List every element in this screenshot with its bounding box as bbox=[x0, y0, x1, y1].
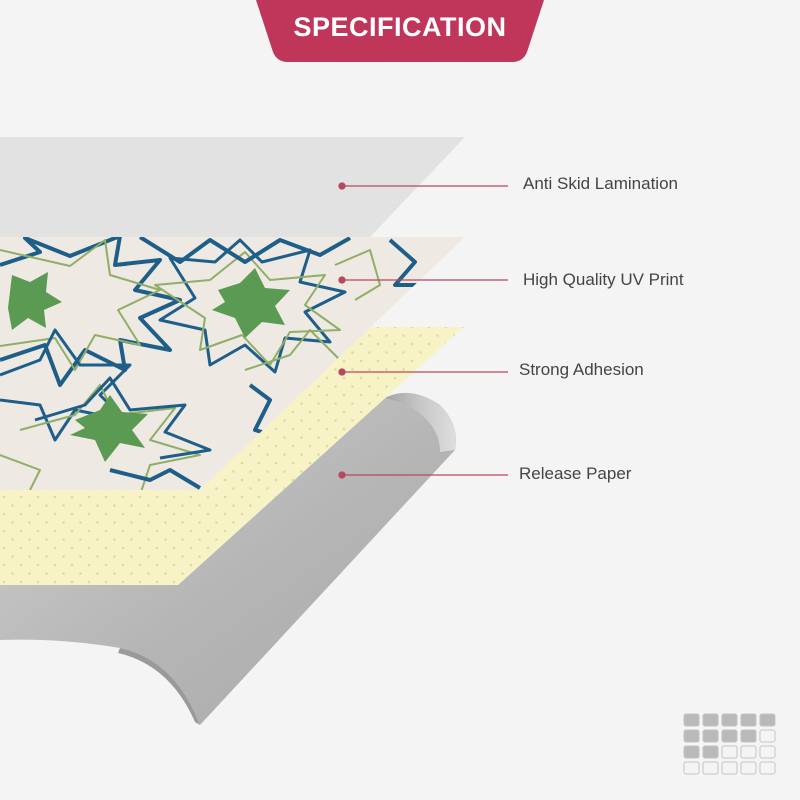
grid-logo-cell bbox=[702, 761, 719, 775]
star-tile-pattern bbox=[0, 237, 432, 490]
grid-logo-cell bbox=[759, 729, 776, 743]
callout-lines bbox=[338, 182, 508, 479]
grid-logo-cell bbox=[721, 761, 738, 775]
grid-logo-cell bbox=[759, 745, 776, 759]
grid-logo-cell bbox=[683, 729, 700, 743]
callout-dot-lamination bbox=[338, 182, 346, 190]
label-release-paper: Release Paper bbox=[519, 464, 632, 483]
callout-dot-adhesion bbox=[338, 368, 346, 376]
label-strong-adhesion: Strong Adhesion bbox=[519, 360, 644, 379]
grid-logo-cell bbox=[740, 745, 757, 759]
grid-logo-cell bbox=[683, 713, 700, 727]
callout-dot-release bbox=[338, 471, 346, 479]
grid-logo-cell bbox=[740, 713, 757, 727]
grid-logo-cell bbox=[759, 713, 776, 727]
grid-logo-cell bbox=[683, 761, 700, 775]
grid-logo-cell bbox=[721, 729, 738, 743]
banner bbox=[256, 0, 544, 62]
grid-logo-cell bbox=[683, 745, 700, 759]
grid-logo-cell bbox=[721, 745, 738, 759]
grid-logo-cell bbox=[740, 729, 757, 743]
banner-shape bbox=[256, 0, 544, 62]
label-anti-skid-lamination: Anti Skid Lamination bbox=[523, 174, 678, 193]
page-title: SPECIFICATION bbox=[293, 12, 507, 42]
uv-print-layer bbox=[0, 237, 465, 490]
lamination-layer bbox=[0, 137, 465, 237]
callout-dot-print bbox=[338, 276, 346, 284]
grid-logo-cell bbox=[702, 713, 719, 727]
grid-logo-cell bbox=[759, 761, 776, 775]
label-high-quality-uv-print: High Quality UV Print bbox=[523, 270, 684, 289]
grid-logo-cell bbox=[702, 729, 719, 743]
grid-logo-cell bbox=[721, 713, 738, 727]
grid-logo-cell bbox=[740, 761, 757, 775]
grid-logo-icon bbox=[683, 713, 776, 775]
grid-logo-cell bbox=[702, 745, 719, 759]
